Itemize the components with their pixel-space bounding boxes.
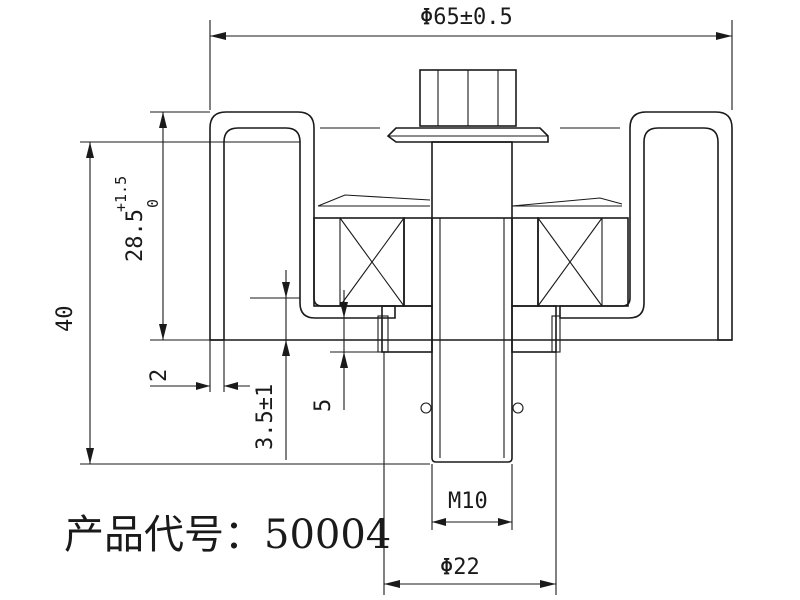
wheel-height-tol-lower: 0 xyxy=(144,199,162,208)
left-bearing xyxy=(313,194,433,307)
bolt xyxy=(386,69,549,463)
dim-hub-diameter: Φ22 xyxy=(383,352,557,595)
dim-total-height: 40 xyxy=(53,141,430,465)
wheel-height-label: 28.5 xyxy=(123,209,148,262)
hub-diameter-label: Φ22 xyxy=(440,555,480,580)
offset-label: 3.5±1 xyxy=(253,384,278,450)
dim-wheel-height: 28.5 +1.5 0 xyxy=(112,111,210,341)
wall-label: 2 xyxy=(147,369,172,382)
dim-shoulder: 5 xyxy=(311,290,380,412)
product-code: 产品代号：50004 xyxy=(64,512,391,558)
right-bearing xyxy=(511,197,629,307)
shoulder-label: 5 xyxy=(311,399,336,412)
dim-thread: M10 xyxy=(431,464,513,530)
total-height-label: 40 xyxy=(53,306,78,333)
hub-spacer xyxy=(377,305,561,353)
thread-label: M10 xyxy=(448,489,488,514)
outer-diameter-label: Φ65±0.5 xyxy=(420,5,513,30)
dim-outer-diameter: Φ65±0.5 xyxy=(209,5,733,110)
pulley-shell xyxy=(209,111,733,341)
wheel-height-tol-upper: +1.5 xyxy=(112,176,130,212)
dim-offset: 3.5±1 xyxy=(250,270,300,460)
dim-wall: 2 xyxy=(147,340,250,392)
